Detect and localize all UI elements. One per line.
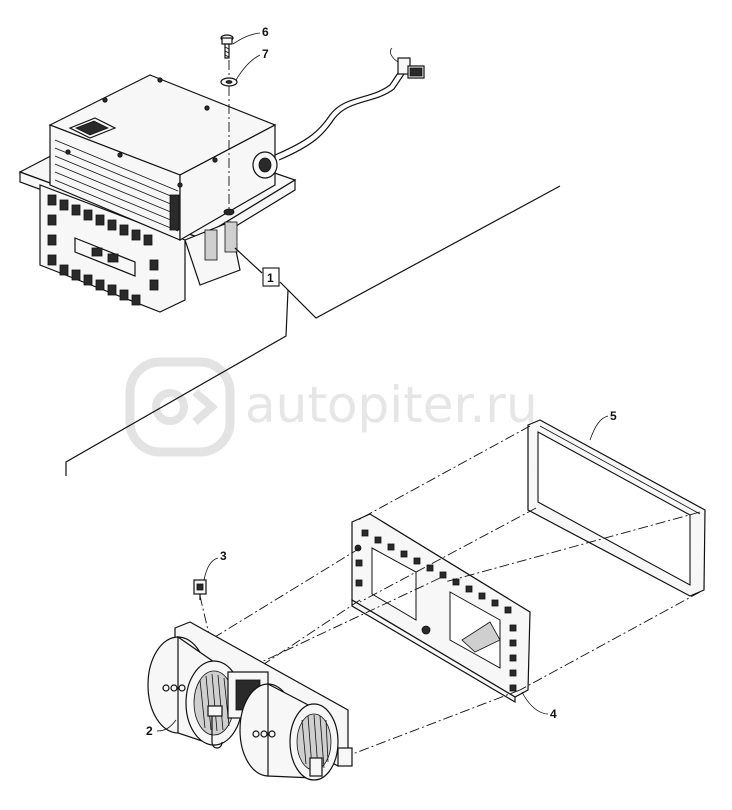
- grille-pattern: [47, 194, 159, 306]
- blower-assembly-part-2: [147, 621, 353, 781]
- callout-2: 2: [146, 719, 177, 738]
- callout-7: 7: [235, 47, 269, 81]
- housing-ribs: [355, 529, 517, 692]
- wire-harness: [274, 69, 401, 156]
- assembly-bracket-lines: [65, 185, 561, 476]
- callout-6: 6: [232, 25, 269, 45]
- watermark-text: autopiter.ru: [245, 376, 538, 434]
- callout-7-label: 7: [262, 47, 269, 61]
- housing-clip: [461, 621, 501, 653]
- callout-5: 5: [589, 409, 617, 441]
- connector-part-3: [193, 579, 207, 600]
- housing-frame-part-4: [351, 513, 531, 704]
- callout-4-label: 4: [550, 707, 557, 721]
- blower-fan-left: [199, 673, 230, 732]
- watermark: autopiter.ru: [125, 357, 538, 457]
- callout-1-label: 1: [267, 271, 274, 285]
- autopiter-logo-icon: [125, 357, 235, 457]
- box-fins: [54, 139, 180, 232]
- callout-1: 1: [262, 267, 280, 287]
- callout-3-label: 3: [220, 549, 227, 563]
- screw-part-6: [220, 34, 234, 59]
- control-box-assembly: [18, 34, 425, 313]
- box-side: [179, 124, 276, 242]
- callout-2-label: 2: [146, 724, 153, 738]
- washer-part-7: [220, 77, 238, 87]
- callout-4: 4: [521, 691, 557, 721]
- callout-6-label: 6: [262, 25, 269, 39]
- wire-plug: [390, 47, 425, 79]
- callout-3: 3: [203, 549, 227, 581]
- callout-5-label: 5: [610, 409, 617, 423]
- gasket-frame-part-5: [527, 419, 706, 597]
